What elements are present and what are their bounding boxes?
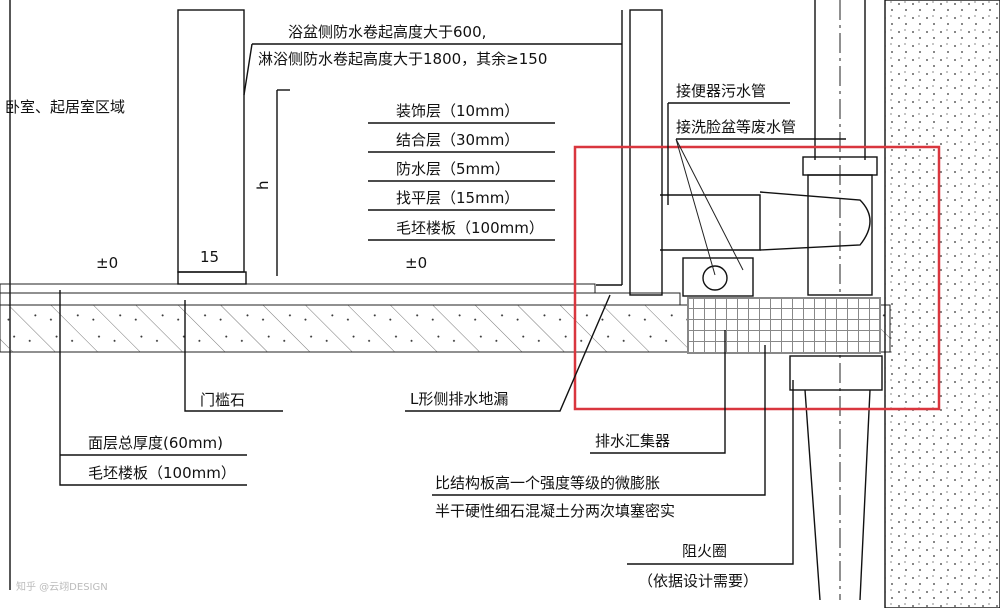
floor-finish-layer bbox=[0, 283, 681, 306]
wall-middle bbox=[596, 9, 663, 296]
l-shaped-floor-drain bbox=[682, 257, 754, 297]
toilet-sewage-pipe bbox=[660, 191, 871, 251]
rough-slab-label: 毛坯楼板（100mm） bbox=[88, 464, 236, 482]
layer-label: 找平层（15mm） bbox=[396, 189, 519, 207]
level-mark-left: ±0 bbox=[96, 254, 118, 272]
l-drain-label: L形侧排水地漏 bbox=[410, 390, 508, 408]
level-mark-mid: ±0 bbox=[405, 254, 427, 272]
concrete-note-2: 半干硬性细石混凝土分两次填塞密实 bbox=[435, 502, 675, 520]
fire-ring-note: （依据设计需要） bbox=[638, 572, 758, 590]
fire-ring-label: 阻火圈 bbox=[682, 542, 727, 560]
room-area-label: 卧室、起居室区域 bbox=[5, 98, 125, 116]
highlight-box bbox=[573, 145, 941, 411]
collector-label: 排水汇集器 bbox=[595, 432, 670, 450]
drain-collector bbox=[687, 297, 881, 354]
basin-pipe-label: 接洗脸盆等废水管 bbox=[676, 118, 796, 136]
waterproof-note-2: 淋浴侧防水卷起高度大于1800，其余≥150 bbox=[258, 50, 547, 68]
threshold-stone-label: 门槛石 bbox=[200, 391, 245, 409]
toilet-pipe-label: 接便器污水管 bbox=[676, 82, 766, 100]
watermark: 知乎 @云翊DESIGN bbox=[16, 580, 108, 593]
height-symbol: h bbox=[254, 180, 272, 190]
layer-label: 结合层（30mm） bbox=[396, 131, 519, 149]
layer-label: 防水层（5mm） bbox=[396, 160, 510, 178]
wall-right bbox=[884, 0, 1000, 608]
wall-left bbox=[177, 9, 245, 273]
fire-ring bbox=[789, 355, 883, 391]
layer-legend: 装饰层（10mm） 结合层（30mm） 防水层（5mm） 找平层（15mm） 毛… bbox=[368, 102, 555, 241]
layer-label: 毛坯楼板（100mm） bbox=[396, 219, 544, 237]
finish-thickness-label: 面层总厚度(60mm) bbox=[88, 434, 223, 452]
threshold-stone bbox=[177, 271, 247, 285]
layer-label: 装饰层（10mm） bbox=[396, 102, 519, 120]
concrete-note-1: 比结构板高一个强度等级的微膨胀 bbox=[435, 474, 660, 492]
threshold-dimension: 15 bbox=[200, 248, 219, 266]
waterproof-note-1: 浴盆侧防水卷起高度大于600, bbox=[288, 23, 486, 41]
